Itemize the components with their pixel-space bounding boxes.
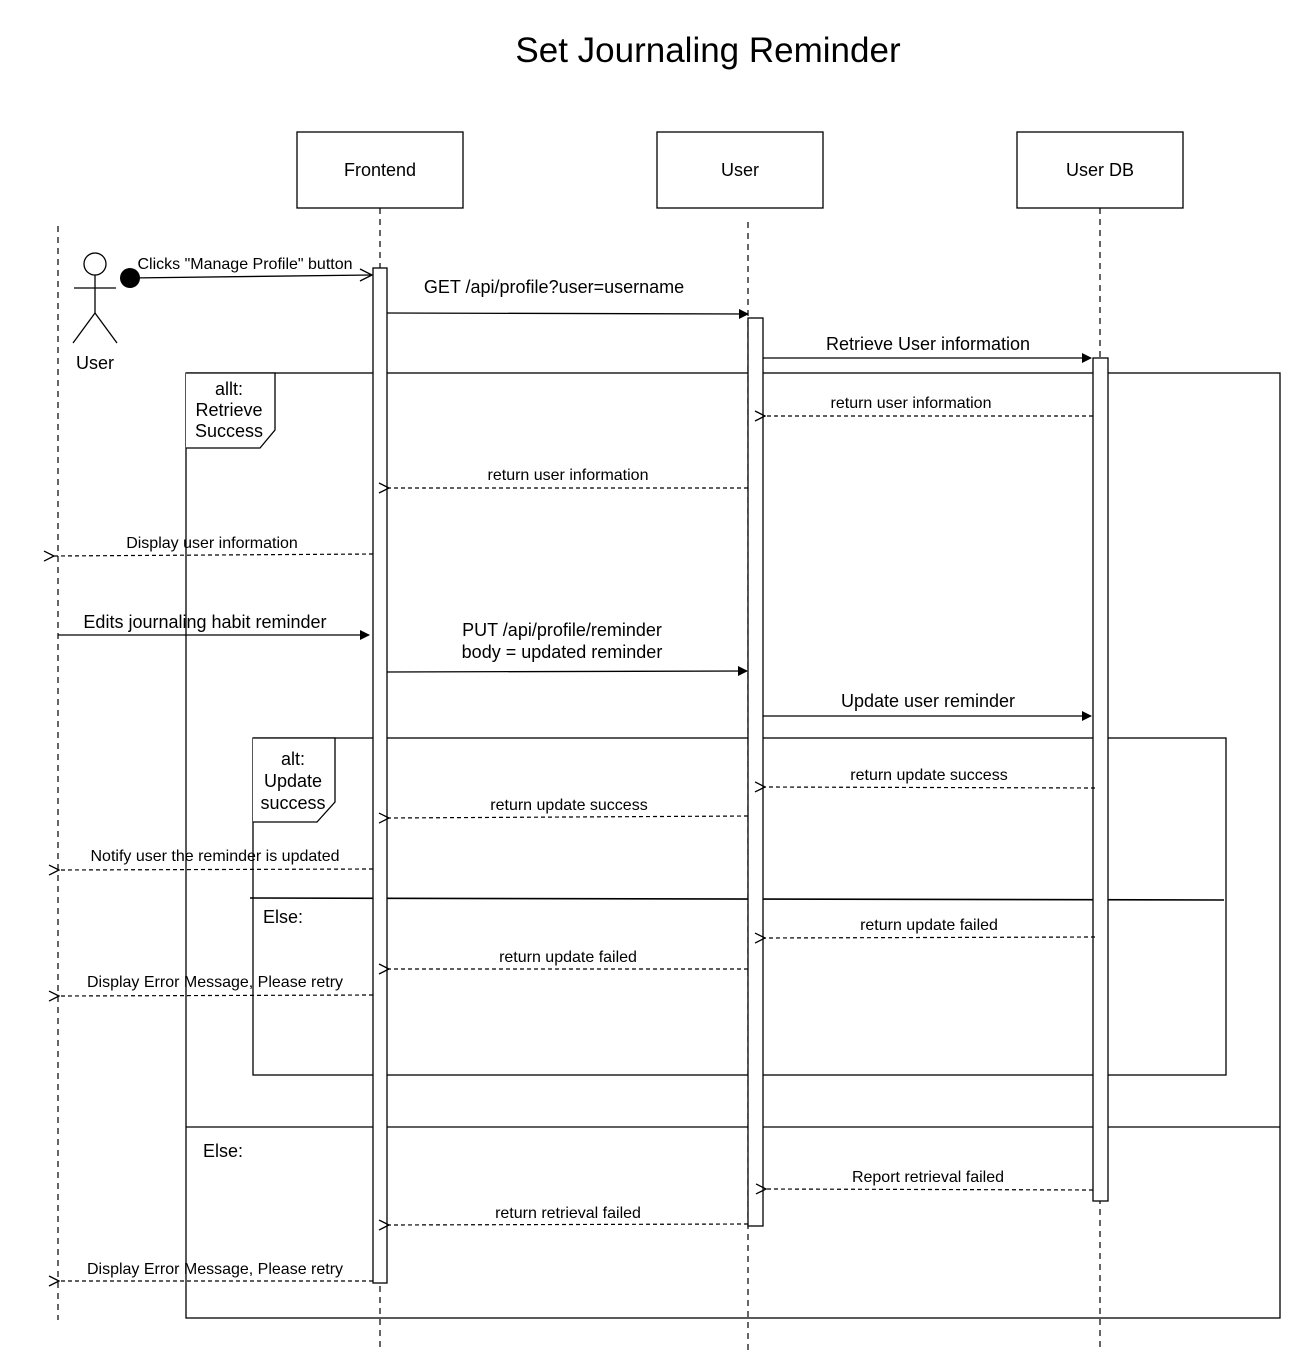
message-display-error-update: Display Error Message, Please retry — [59, 974, 374, 996]
message-display-error-retrieval-label: Display Error Message, Please retry — [87, 1261, 343, 1278]
message-db-return-update-success-label: return update success — [850, 767, 1007, 784]
message-update-user-reminder: Update user reminder — [763, 691, 1092, 721]
message-put-reminder-label-2: body = updated reminder — [462, 642, 663, 662]
user-service-activation — [747, 317, 764, 1227]
participant-user-db: User DB — [1016, 131, 1184, 209]
message-clicks-manage-profile: Clicks "Manage Profile" button — [120, 256, 374, 288]
message-display-error-retrieval: Display Error Message, Please retry — [59, 1261, 373, 1281]
message-report-retrieval-failed-label: Report retrieval failed — [852, 1169, 1004, 1186]
message-return-update-success: return update success — [389, 797, 749, 818]
message-display-error-update-label: Display Error Message, Please retry — [87, 974, 343, 991]
alt-frame-retrieve-else: Else: — [203, 1141, 243, 1161]
message-notify-reminder-updated-label: Notify user the reminder is updated — [90, 848, 339, 865]
message-update-user-reminder-label: Update user reminder — [841, 691, 1015, 711]
message-clicks-manage-profile-label: Clicks "Manage Profile" button — [137, 256, 352, 273]
user-db-activation — [1092, 357, 1109, 1202]
message-db-return-user-info-label: return user information — [831, 395, 992, 412]
message-return-retrieval-failed-label: return retrieval failed — [495, 1205, 641, 1222]
alt-frame-update-tag-3: success — [260, 793, 325, 813]
message-return-user-info: return user information — [389, 467, 748, 488]
actor-user — [72, 252, 118, 344]
alt-frame-retrieve-tag-3: Success — [195, 421, 263, 441]
frontend-activation — [372, 267, 388, 1284]
message-retrieve-user-info: Retrieve User information — [763, 334, 1092, 363]
participant-frontend: Frontend — [296, 131, 464, 209]
message-notify-reminder-updated: Notify user the reminder is updated — [59, 848, 374, 870]
alt-frame-update: alt: Update success Else: — [249, 737, 1227, 1076]
alt-frame-retrieve-tag-2: Retrieve — [195, 400, 262, 420]
message-display-user-info-label: Display user information — [126, 535, 298, 552]
alt-frame-update-else: Else: — [263, 907, 303, 927]
message-report-retrieval-failed: Report retrieval failed — [766, 1169, 1094, 1190]
alt-frame-retrieve: allt: Retrieve Success Else: — [185, 372, 1281, 1319]
participant-frontend-label: Frontend — [344, 160, 416, 180]
diagram-title: Set Journaling Reminder — [515, 31, 901, 70]
message-db-return-update-failed-label: return update failed — [860, 917, 998, 934]
message-get-profile-label: GET /api/profile?user=username — [424, 277, 684, 297]
message-return-update-failed-label: return update failed — [499, 949, 637, 966]
actor-user-label: User — [76, 353, 114, 373]
participant-user-service: User — [656, 131, 824, 209]
message-put-reminder: PUT /api/profile/reminder body = updated… — [386, 620, 748, 677]
message-return-retrieval-failed: return retrieval failed — [389, 1205, 749, 1225]
message-db-return-user-info: return user information — [765, 395, 1093, 416]
message-edits-reminder-label: Edits journaling habit reminder — [83, 612, 326, 632]
message-return-update-success-label: return update success — [490, 797, 647, 814]
message-get-profile: GET /api/profile?user=username — [386, 277, 749, 319]
message-display-user-info: Display user information — [54, 535, 374, 556]
message-return-user-info-label: return user information — [488, 467, 649, 484]
message-db-return-update-success: return update success — [765, 767, 1096, 788]
message-retrieve-user-info-label: Retrieve User information — [826, 334, 1030, 354]
alt-frame-retrieve-tag-1: allt: — [215, 379, 243, 399]
participant-user-db-label: User DB — [1066, 160, 1134, 180]
message-put-reminder-label-1: PUT /api/profile/reminder — [462, 620, 662, 640]
message-db-return-update-failed: return update failed — [765, 917, 1096, 938]
message-return-update-failed: return update failed — [389, 949, 748, 969]
alt-frame-update-tag-1: alt: — [281, 749, 305, 769]
participant-user-service-label: User — [721, 160, 759, 180]
alt-frame-update-tag-2: Update — [264, 771, 322, 791]
message-edits-reminder: Edits journaling habit reminder — [58, 612, 370, 640]
